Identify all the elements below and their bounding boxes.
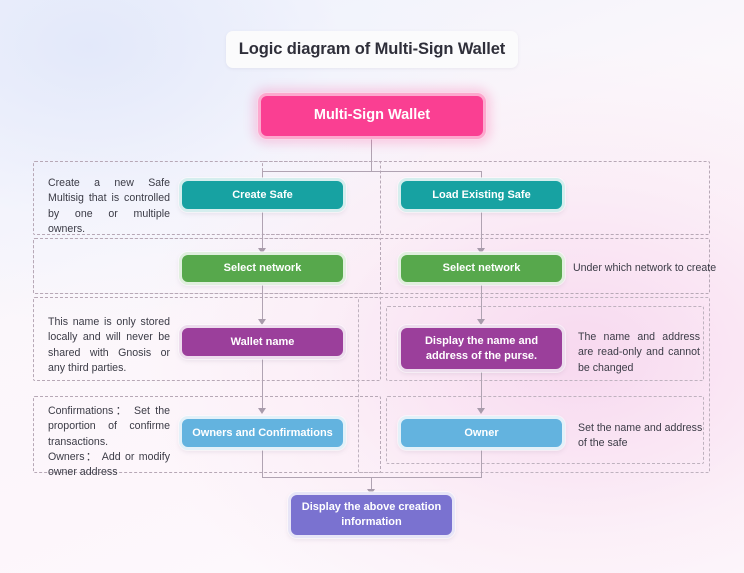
- note-create-safe: Create a new Safe Multisig that is contr…: [48, 177, 170, 236]
- arrow-network-to-display: [477, 319, 485, 325]
- group-create-safe: [33, 161, 381, 235]
- group-display-name-address: [386, 306, 704, 381]
- note-display-name-address: The name and address are read-only and c…: [578, 331, 700, 374]
- connector-to-load-safe: [481, 171, 483, 179]
- group-owners-confirmations: [33, 396, 381, 473]
- group-network-right: [33, 238, 710, 294]
- arrow-network-to-walletname: [258, 319, 266, 325]
- group-wallet-name: [33, 297, 381, 381]
- node-create-safe[interactable]: Create Safe: [179, 178, 346, 212]
- connector-load-to-network: [481, 212, 483, 252]
- node-label: Display the name and address of the purs…: [424, 334, 539, 362]
- node-label: Display the above creation information: [301, 501, 442, 528]
- arrow-walletname-to-owners: [258, 408, 266, 414]
- note-wallet-name: This name is only stored locally and wil…: [48, 316, 170, 375]
- arrow-create-to-network: [258, 248, 266, 254]
- note-owner: Set the name and address of the safe: [578, 422, 703, 450]
- connector-walletname-to-owners: [262, 359, 264, 412]
- node-label: Wallet name: [230, 335, 295, 348]
- node-owners-and-confirmations[interactable]: Owners and Confirmations: [179, 416, 346, 450]
- page-title: Logic diagram of Multi-Sign Wallet: [238, 40, 506, 58]
- connector-network-to-walletname: [262, 285, 264, 323]
- connector-split-bar: [262, 171, 482, 173]
- connector-display-to-owner: [481, 372, 483, 412]
- connector-network-to-display: [481, 285, 483, 323]
- node-load-existing-safe[interactable]: Load Existing Safe: [398, 178, 565, 212]
- note-network: Under which network to create: [573, 262, 717, 274]
- node-display-creation-info[interactable]: Display the above creation information: [288, 492, 455, 538]
- node-owner[interactable]: Owner: [398, 416, 565, 450]
- node-label: Owners and Confirmations: [192, 426, 333, 439]
- arrow-display-to-owner: [477, 408, 485, 414]
- arrow-load-to-network: [477, 248, 485, 254]
- node-wallet-name[interactable]: Wallet name: [179, 325, 346, 359]
- connector-to-create-safe: [262, 171, 264, 179]
- node-display-name-address[interactable]: Display the name and address of the purs…: [398, 325, 565, 372]
- group-right-details-outer: [358, 297, 710, 473]
- note-owners-confirmations: Confirmations： Set the proportion of con…: [48, 405, 170, 479]
- connector-owner-down: [481, 450, 483, 478]
- node-label: Create Safe: [232, 188, 293, 201]
- diagram-title: Logic diagram of Multi-Sign Wallet: [226, 31, 518, 68]
- node-label: Load Existing Safe: [432, 188, 531, 201]
- connector-create-to-network: [262, 212, 264, 252]
- connector-owners-down: [262, 450, 264, 478]
- group-owner: [386, 396, 704, 464]
- node-label: Select network: [442, 262, 521, 275]
- node-label: Select network: [223, 262, 302, 275]
- node-select-network-right[interactable]: Select network: [398, 252, 565, 285]
- connector-root-down: [371, 139, 373, 172]
- node-label: Multi-Sign Wallet: [313, 107, 431, 124]
- node-select-network-left[interactable]: Select network: [179, 252, 346, 285]
- connector-merge-to-final: [371, 477, 373, 494]
- node-label: Owner: [464, 426, 499, 439]
- node-multi-sign-wallet[interactable]: Multi-Sign Wallet: [258, 93, 486, 139]
